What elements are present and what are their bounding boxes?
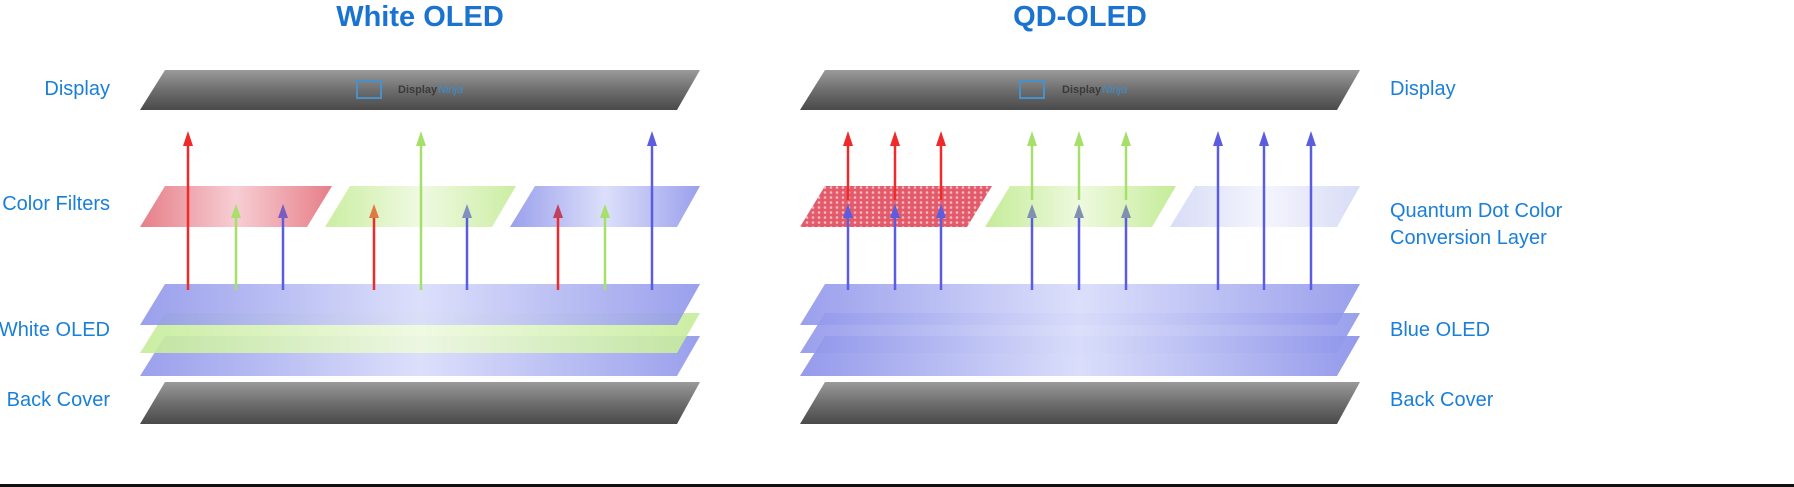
white-oled-panel: White OLED Display Color Filters White O… [0,1,700,424]
label-white-oled: White OLED [0,319,110,341]
watermark-brand: Display [1062,84,1102,96]
watermark-logo: Display Ninja [356,80,463,99]
green-qd-filter [985,186,1176,227]
panel-title: White OLED [336,1,504,33]
display-layer [800,70,1360,110]
qd-oled-panel: QD-OLED Display Quantum Dot Color Conver… [800,1,1563,424]
label-qd-layer-line1: Quantum Dot Color [1390,200,1563,222]
back-cover-layer [800,382,1360,424]
label-color-filters: Color Filters [2,193,110,215]
label-display: Display [1390,78,1456,100]
label-back-cover: Back Cover [7,389,111,411]
light-arrows [183,131,657,290]
blue-oled-stack [800,284,1360,376]
watermark-logo: Display Ninja [1019,80,1127,99]
panel-title: QD-OLED [1013,1,1147,33]
display-layer [140,70,700,110]
light-arrows [843,131,1316,290]
bottom-border [0,484,1794,487]
white-oled-stack [140,284,700,376]
watermark-brand: Display [398,84,438,96]
watermark-suffix: Ninja [438,84,463,96]
back-cover-layer [140,382,700,424]
label-qd-layer-line2: Conversion Layer [1390,227,1547,249]
watermark-suffix: Ninja [1102,84,1127,96]
label-display: Display [44,78,110,100]
label-back-cover: Back Cover [1390,389,1494,411]
label-blue-oled: Blue OLED [1390,319,1490,341]
